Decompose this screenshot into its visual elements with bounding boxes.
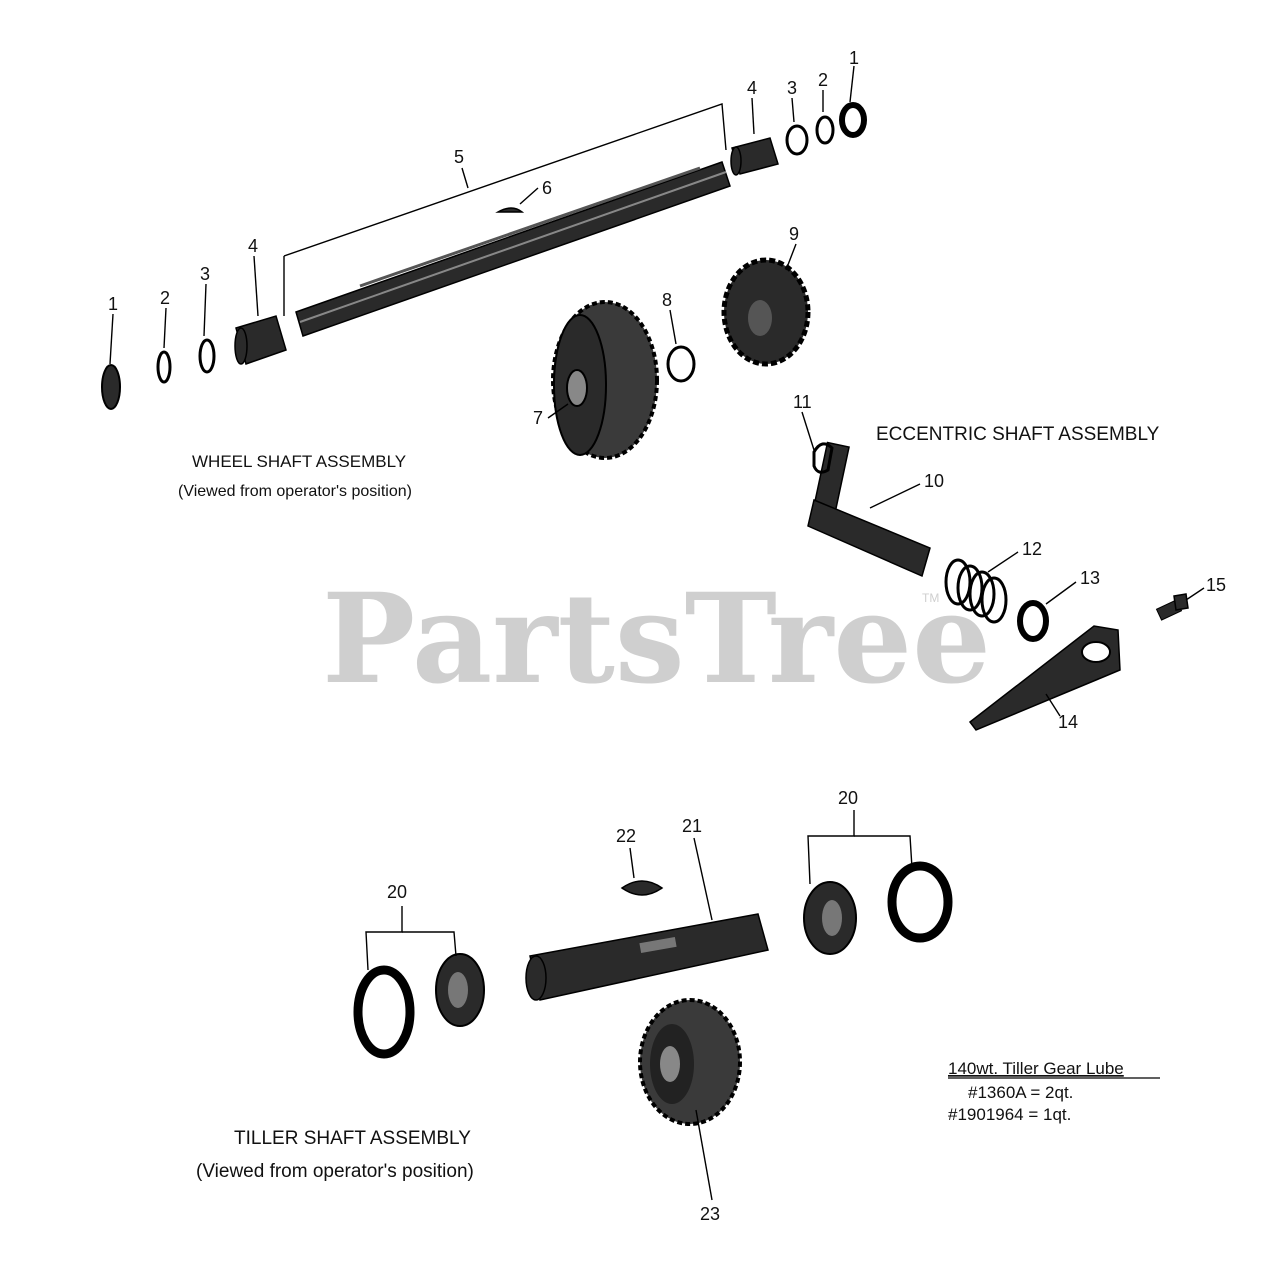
part-22-key[interactable] [620, 880, 664, 896]
part-6-key[interactable] [495, 207, 525, 213]
part-11-clip[interactable] [812, 442, 834, 474]
callout-2-right: 2 [818, 70, 828, 90]
callout-20-left: 20 [387, 882, 407, 902]
part-13-ring[interactable] [1017, 600, 1049, 642]
callout-9: 9 [789, 224, 799, 244]
callout-4-left: 4 [248, 236, 258, 256]
wheel-shaft-assembly: 1 2 3 4 5 6 4 3 2 1 9 8 7 WHEEL SHAFT AS… [101, 48, 867, 500]
callout-23: 23 [700, 1204, 720, 1224]
lube-note-line-2: #1901964 = 1qt. [948, 1105, 1071, 1124]
callout-1-left: 1 [108, 294, 118, 314]
callout-4-right: 4 [747, 78, 757, 98]
callout-12: 12 [1022, 539, 1042, 559]
part-12-spring[interactable] [944, 558, 1008, 624]
part-21-tiller-shaft[interactable] [525, 913, 769, 1001]
part-5-wheel-shaft[interactable] [295, 161, 731, 337]
wheel-shaft-subtitle: (Viewed from operator's position) [178, 483, 412, 500]
part-4-bearing-right[interactable] [730, 137, 779, 176]
part-23-gear[interactable] [638, 998, 742, 1126]
part-4-bearing-left[interactable] [234, 315, 287, 365]
watermark-trademark: TM [922, 591, 939, 605]
wheel-shaft-title: WHEEL SHAFT ASSEMBLY [192, 452, 406, 471]
callout-8: 8 [662, 290, 672, 310]
part-20-cone-right[interactable] [803, 881, 857, 955]
callout-3-left: 3 [200, 264, 210, 284]
part-9-sprocket[interactable] [721, 257, 811, 367]
callout-11: 11 [793, 392, 812, 412]
part-1-seal-right[interactable] [839, 102, 867, 138]
callout-13: 13 [1080, 568, 1100, 588]
callout-3-right: 3 [787, 78, 797, 98]
part-15-bolt[interactable] [1155, 593, 1189, 621]
callout-15: 15 [1206, 575, 1226, 595]
part-1-seal-left[interactable] [101, 364, 121, 410]
part-3-ring-right[interactable] [785, 124, 809, 156]
callout-1-right: 1 [849, 48, 859, 68]
part-2-ring-left[interactable] [156, 350, 172, 384]
tiller-shaft-assembly: 20 20 21 22 23 TILLER SHAFT ASSEMBLY (Vi… [196, 788, 953, 1224]
callout-20-right: 20 [838, 788, 858, 808]
callout-10: 10 [924, 471, 944, 491]
lube-note-line-1: #1360A = 2qt. [968, 1083, 1073, 1102]
lube-note-heading: 140wt. Tiller Gear Lube [948, 1059, 1124, 1078]
callout-21: 21 [682, 816, 702, 836]
eccentric-shaft-title: ECCENTRIC SHAFT ASSEMBLY [876, 424, 1160, 445]
tiller-shaft-subtitle: (Viewed from operator's position) [196, 1161, 474, 1182]
callout-6: 6 [542, 178, 552, 198]
part-8-ring[interactable] [666, 345, 696, 383]
tiller-shaft-title: TILLER SHAFT ASSEMBLY [234, 1128, 471, 1149]
part-20-cone-left[interactable] [435, 953, 485, 1027]
part-7-gear[interactable] [551, 300, 659, 460]
part-3-ring-left[interactable] [198, 338, 216, 374]
callout-22: 22 [616, 826, 636, 846]
callout-5: 5 [454, 147, 464, 167]
callout-14: 14 [1058, 712, 1078, 732]
part-10-eccentric-shaft[interactable] [807, 441, 931, 578]
callout-7: 7 [533, 408, 543, 428]
part-20-cup-right[interactable] [887, 861, 953, 943]
eccentric-shaft-assembly: ECCENTRIC SHAFT ASSEMBLY 11 10 12 [793, 392, 1226, 732]
part-14-lever[interactable] [968, 625, 1121, 731]
watermark-logo: PartsTree [322, 567, 991, 712]
lube-note: 140wt. Tiller Gear Lube #1360A = 2qt. #1… [948, 1059, 1160, 1124]
part-20-cup-left[interactable] [353, 965, 415, 1059]
part-2-ring-right[interactable] [815, 115, 835, 145]
callout-2-left: 2 [160, 288, 170, 308]
